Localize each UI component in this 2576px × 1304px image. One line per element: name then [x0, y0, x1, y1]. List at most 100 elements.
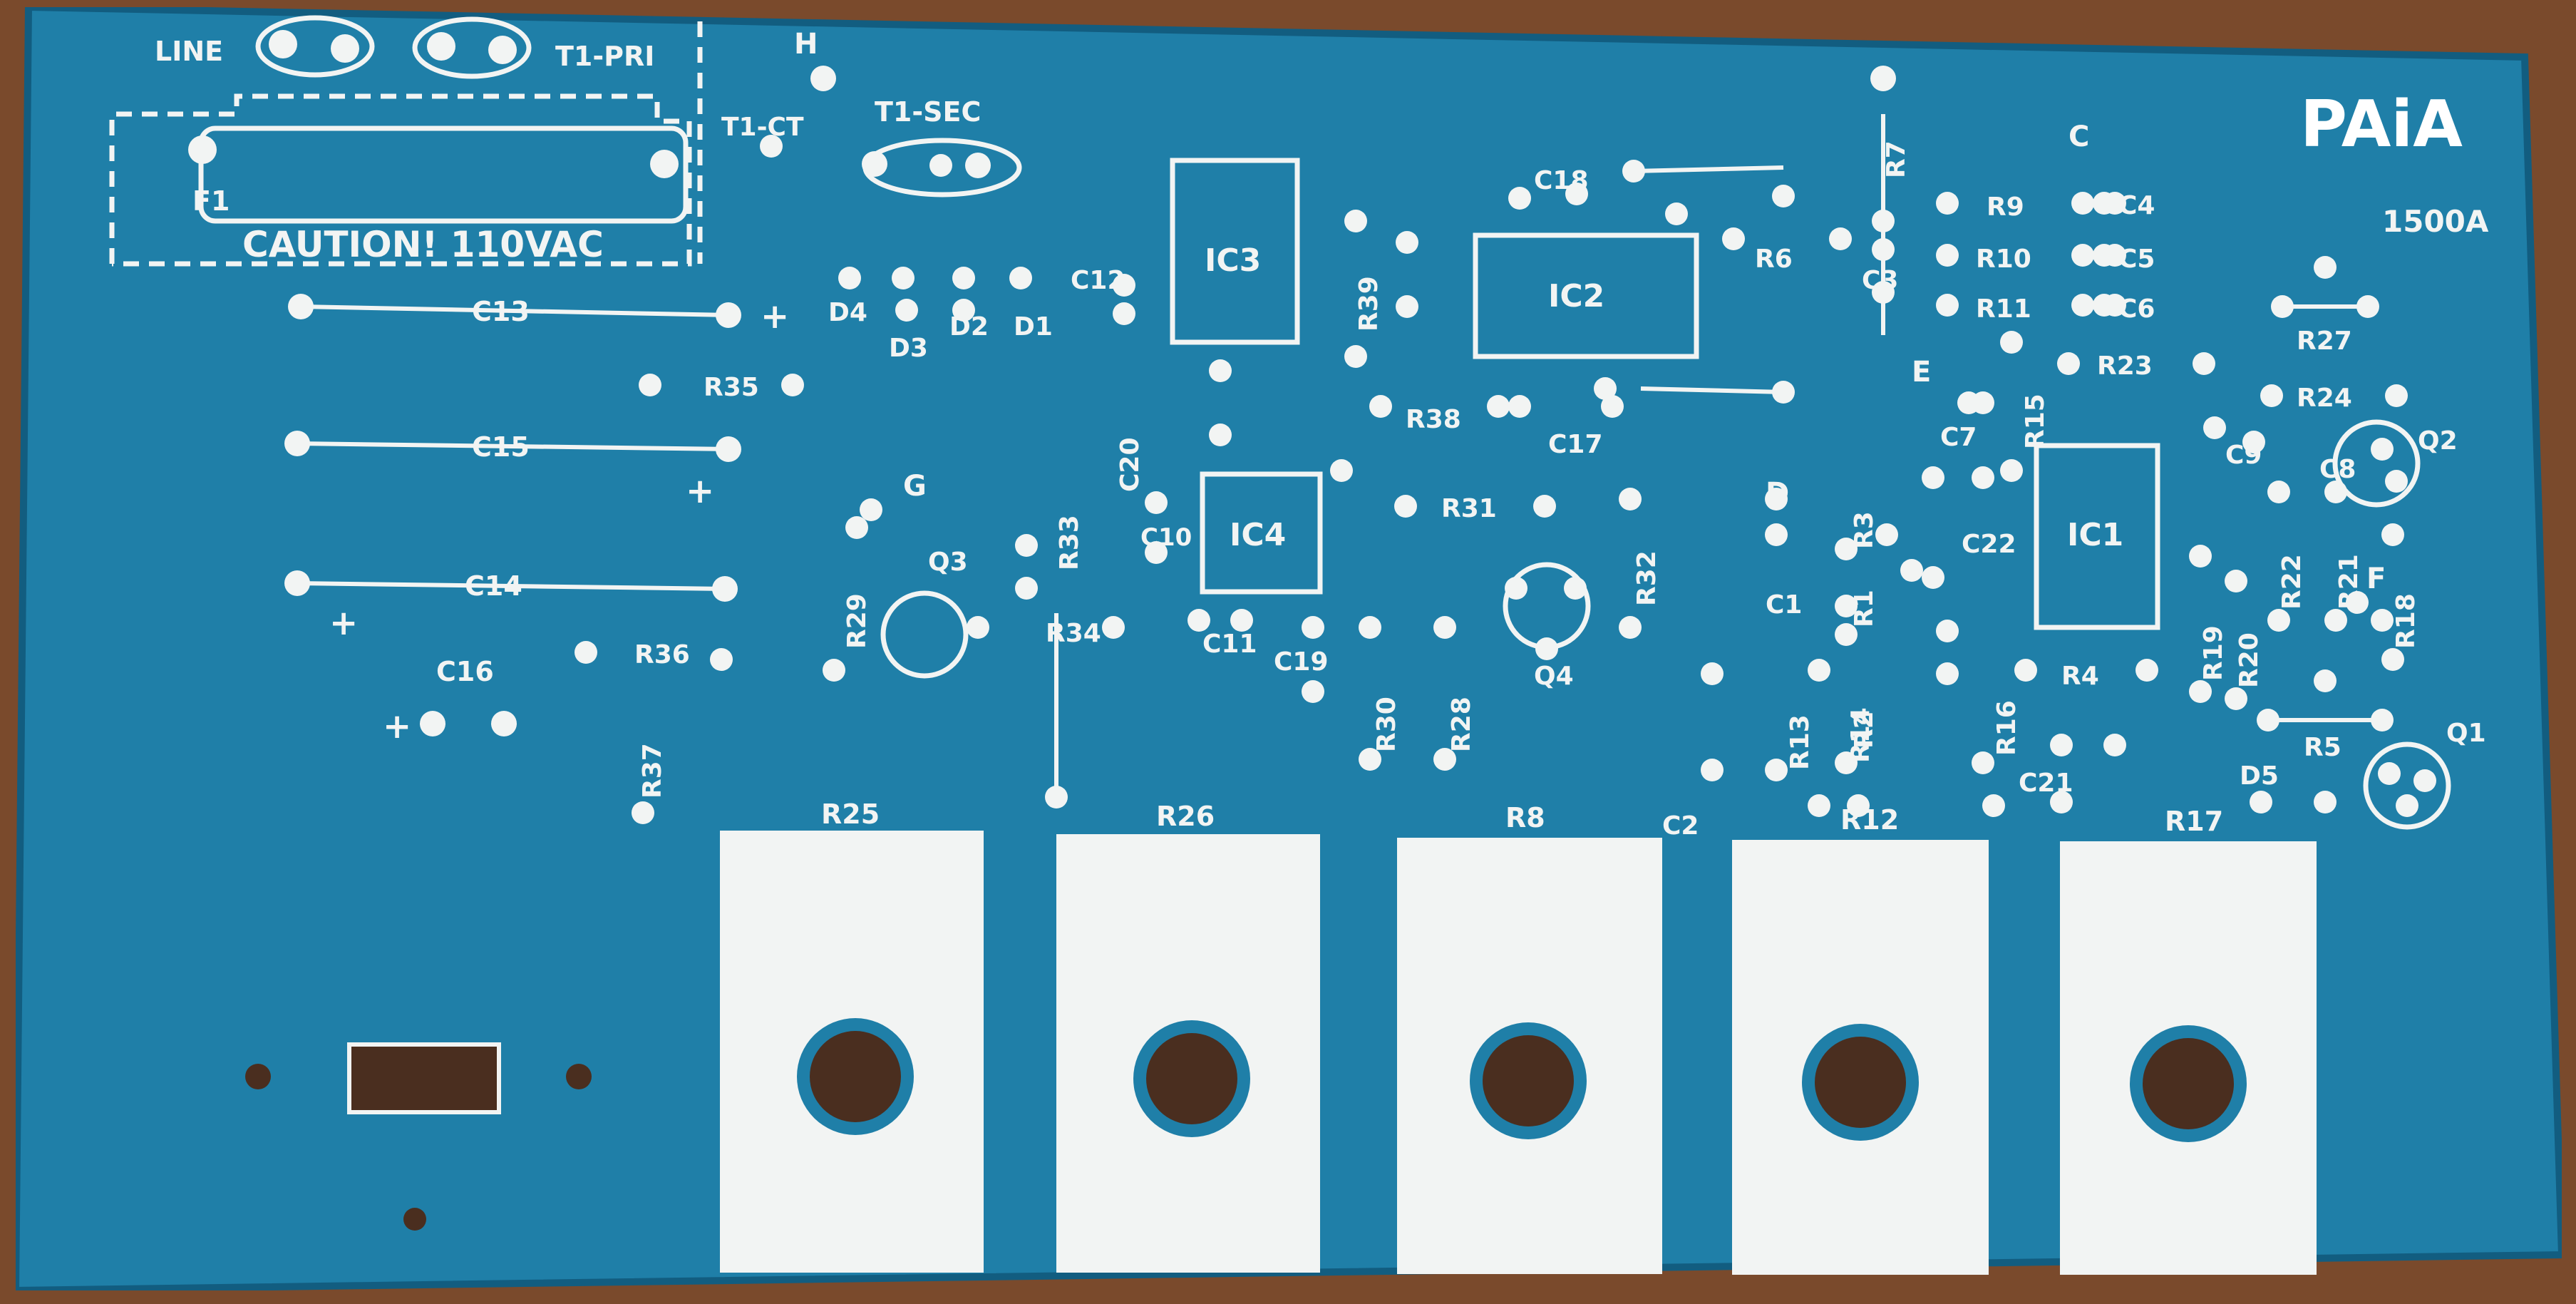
transistor-label: Q1 [2446, 719, 2486, 748]
resistor-label: R7 [1882, 140, 1911, 178]
polarity-mark: + [329, 603, 358, 643]
capacitor-label: C21 [2019, 769, 2073, 798]
resistor-label: R2 [1850, 711, 1879, 749]
mount-hole [245, 1064, 271, 1089]
resistor-label: R29 [843, 593, 872, 649]
t1-ct-label: T1-CT [721, 113, 804, 142]
t1-pri-label: T1-PRI [555, 41, 654, 72]
resistor-label: R36 [634, 640, 690, 669]
resistor-label: R11 [1976, 294, 2031, 324]
resistor-label: R38 [1406, 405, 1461, 434]
resistor-label: R10 [1976, 245, 2031, 274]
capacitor-label: C3 [1862, 266, 1898, 295]
capacitor-label: C1 [1766, 590, 1802, 620]
resistor-label: R15 [2021, 394, 2050, 449]
resistor-label: R34 [1046, 619, 1101, 648]
mount-hole [1815, 1037, 1906, 1128]
diode-label: D1 [1014, 312, 1053, 342]
transistor-outlines [880, 419, 2451, 830]
resistor-label: R14 [1846, 707, 1875, 763]
resistor-label: R6 [1755, 245, 1793, 274]
resistor-label: R24 [2297, 384, 2352, 413]
switch-cutout [347, 1042, 501, 1114]
diode-label: D2 [949, 312, 989, 342]
traces [297, 114, 2382, 797]
resistor-label: R3 [1850, 511, 1879, 549]
resistor-label: R20 [2235, 632, 2264, 688]
heatsink-label-r25: R25 [821, 799, 880, 830]
resistor-label: R22 [2277, 554, 2307, 610]
heatsink-label-r8: R8 [1505, 802, 1545, 833]
capacitor-label: C5 [2118, 245, 2155, 274]
resistor-label: R35 [704, 373, 759, 402]
capacitor-label: C16 [436, 656, 494, 687]
resistor-label: R18 [2391, 593, 2421, 649]
resistor-label: R13 [1786, 714, 1815, 770]
ic-label: IC1 [2067, 517, 2123, 553]
test-point-c: C [2068, 120, 2089, 153]
resistor-label: R37 [638, 743, 667, 799]
capacitor-label: C13 [472, 296, 530, 327]
capacitor-label: C19 [1274, 647, 1329, 677]
resistor-label: R39 [1354, 276, 1384, 332]
resistor-label: R4 [2061, 662, 2099, 691]
mount-hole [566, 1064, 592, 1089]
ic-label: IC3 [1205, 242, 1261, 279]
test-point-d: D [1766, 477, 1789, 510]
transistor-label: Q4 [1534, 662, 1574, 691]
diode-label: D3 [889, 334, 928, 363]
capacitor-label: C17 [1548, 430, 1603, 459]
resistor-label: R30 [1372, 697, 1401, 752]
solder-mask-shade [16, 7, 2562, 1290]
silkscreen-labels: LINE T1-PRI T1-CT T1-SEC F1 CAUTION! 110… [155, 28, 2489, 841]
transistor-label: Q3 [928, 548, 968, 577]
ic-outlines [1170, 158, 2160, 630]
resistor-label: R16 [1992, 700, 2021, 756]
logo-text: PAiA [2300, 87, 2463, 162]
resistor-label: R1 [1850, 590, 1879, 627]
heatsink-pads [720, 831, 2317, 1275]
capacitor-label: C15 [472, 431, 530, 463]
resistor-label: R23 [2097, 351, 2153, 381]
polarity-mark: + [383, 707, 411, 746]
diode-label: D4 [828, 298, 867, 327]
mount-hole [810, 1031, 901, 1122]
mount-hole [403, 1208, 426, 1231]
model-number: 1500A [2382, 204, 2489, 239]
capacitor-label: C7 [1940, 423, 1977, 452]
capacitor-label: C8 [2319, 455, 2356, 484]
test-point-g: G [903, 470, 927, 503]
resistor-label: R32 [1632, 550, 1661, 606]
test-point-f: F [2366, 563, 2386, 595]
line-label: LINE [155, 36, 223, 67]
polarity-mark: + [761, 297, 789, 337]
test-point-h: H [794, 28, 818, 61]
capacitor-label: C4 [2118, 191, 2155, 220]
capacitor-label: C12 [1071, 266, 1125, 295]
capacitor-label: C14 [465, 570, 522, 602]
polarity-mark: + [686, 471, 714, 511]
ic-label: IC4 [1230, 517, 1286, 553]
mount-hole [1146, 1033, 1237, 1124]
pads [188, 30, 2436, 824]
pcb-board: LINE T1-PRI T1-CT T1-SEC F1 CAUTION! 110… [16, 7, 2562, 1290]
capacitor-label: C2 [1662, 811, 1699, 841]
caution-label: CAUTION! 110VAC [242, 224, 604, 265]
resistor-label: R9 [1987, 192, 2024, 222]
capacitor-label: C6 [2118, 294, 2155, 324]
test-point-e: E [1912, 356, 1931, 389]
capacitor-label: C20 [1116, 437, 1145, 492]
heatsink-label-r26: R26 [1156, 801, 1215, 832]
capacitor-label: C11 [1202, 630, 1257, 659]
resistor-label: R21 [2334, 554, 2364, 610]
resistor-label: R27 [2297, 327, 2352, 356]
resistor-label: R31 [1441, 494, 1497, 523]
capacitor-label: C18 [1534, 166, 1589, 195]
transistor-label: Q2 [2418, 426, 2458, 456]
t1-sec-label: T1-SEC [875, 96, 981, 128]
resistor-label: R33 [1055, 515, 1084, 570]
mount-hole [1483, 1035, 1574, 1126]
diode-label: D5 [2240, 761, 2279, 791]
f1-label: F1 [192, 185, 230, 217]
